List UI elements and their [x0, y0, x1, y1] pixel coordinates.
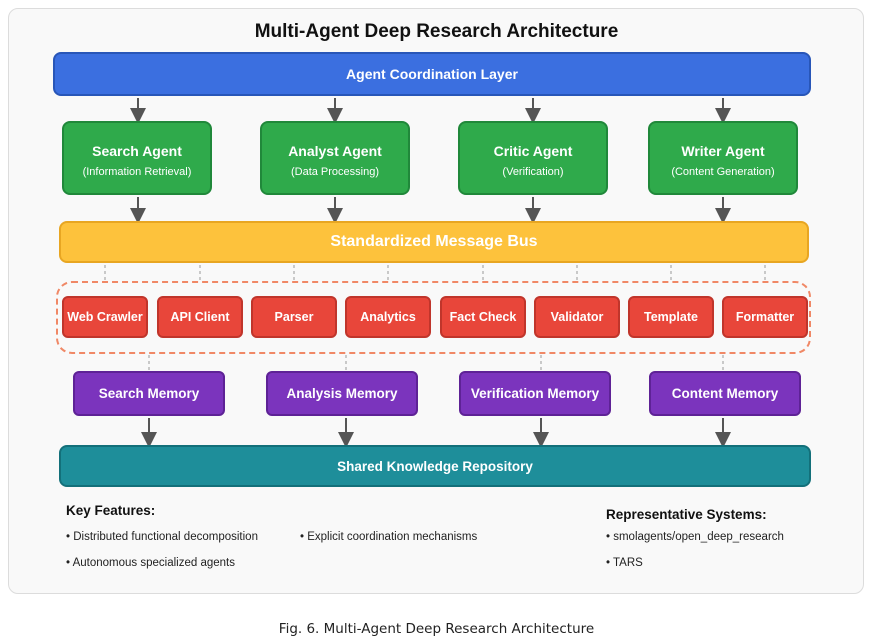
tool-api-client: API Client [157, 296, 243, 338]
search-agent-box: Search Agent (Information Retrieval) [62, 121, 212, 195]
agent-subtitle: (Information Retrieval) [82, 166, 192, 178]
diagram-panel [8, 8, 864, 594]
message-bus: Standardized Message Bus [59, 221, 809, 263]
diagram-title: Multi-Agent Deep Research Architecture [254, 21, 619, 42]
coordination-layer: Agent Coordination Layer [53, 52, 811, 96]
analyst-agent-box: Analyst Agent (Data Processing) [260, 121, 410, 195]
figure-caption: Fig. 6. Multi-Agent Deep Research Archit… [278, 621, 595, 637]
tool-analytics: Analytics [345, 296, 431, 338]
critic-agent-box: Critic Agent (Verification) [458, 121, 608, 195]
agent-name: Analyst Agent [288, 143, 382, 159]
system-item: • TARS [606, 557, 643, 569]
tool-formatter: Formatter [722, 296, 808, 338]
tools-group [56, 281, 811, 354]
feature-item: • Distributed functional decomposition [66, 531, 258, 543]
agent-subtitle: (Verification) [502, 166, 564, 178]
tool-template: Template [628, 296, 714, 338]
search-memory: Search Memory [73, 371, 225, 416]
content-memory: Content Memory [649, 371, 801, 416]
tool-validator: Validator [534, 296, 620, 338]
system-item: • smolagents/open_deep_research [606, 531, 784, 543]
agent-name: Writer Agent [681, 143, 765, 159]
agent-name: Search Agent [92, 143, 182, 159]
shared-knowledge-repository: Shared Knowledge Repository [59, 445, 811, 487]
analysis-memory: Analysis Memory [266, 371, 418, 416]
feature-item: • Autonomous specialized agents [66, 557, 235, 569]
tool-web-crawler: Web Crawler [62, 296, 148, 338]
representative-systems-heading: Representative Systems: [606, 507, 767, 522]
verification-memory: Verification Memory [459, 371, 611, 416]
tool-fact-check: Fact Check [440, 296, 526, 338]
tool-parser: Parser [251, 296, 337, 338]
writer-agent-box: Writer Agent (Content Generation) [648, 121, 798, 195]
agent-name: Critic Agent [493, 143, 573, 159]
agent-subtitle: (Content Generation) [671, 166, 775, 178]
key-features-heading: Key Features: [66, 503, 156, 518]
feature-item: • Explicit coordination mechanisms [300, 531, 478, 543]
agent-subtitle: (Data Processing) [290, 166, 380, 178]
